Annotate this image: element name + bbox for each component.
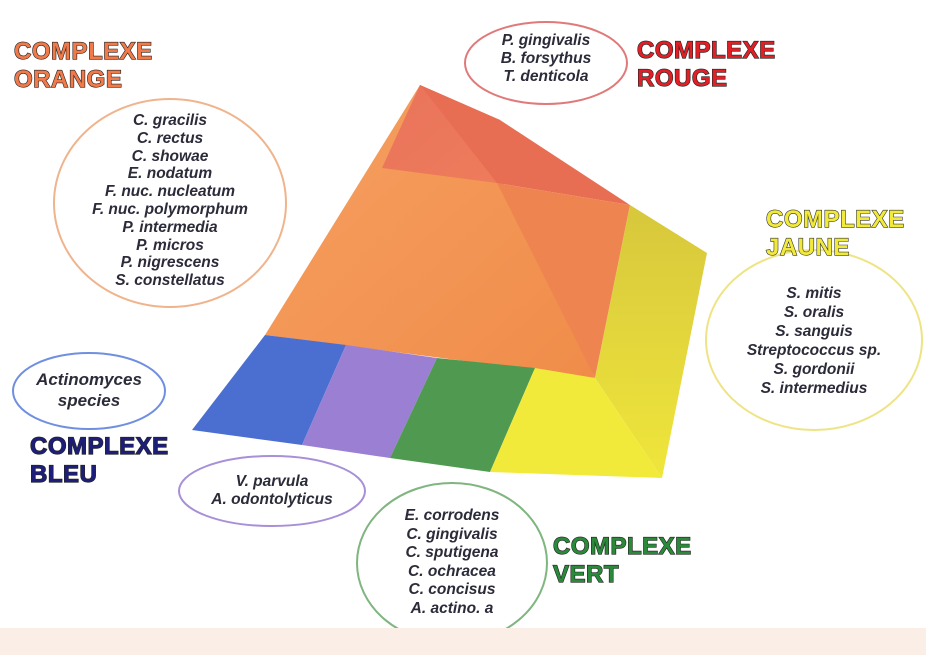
red-complex-ellipse (464, 21, 628, 105)
species-item: S. constellatus (115, 272, 225, 290)
species-item: B. forsythus (500, 50, 592, 67)
red-complex-cap-side (420, 85, 630, 205)
violet-complex-ellipse (178, 455, 366, 527)
species-item: species (57, 391, 121, 410)
red-complex-species-list: P. gingivalis B. forsythus T. denticola (470, 32, 622, 86)
species-item: Actinomyces (36, 370, 142, 389)
species-item: P. gingivalis (501, 32, 591, 49)
yellow-complex-band (490, 368, 662, 478)
blue-complex-band (192, 335, 346, 445)
species-item: A. odontolyticus (211, 491, 333, 508)
species-item: C. concisus (408, 581, 496, 598)
species-item: F. nuc. nucleatum (104, 183, 236, 201)
species-item: P. micros (136, 236, 204, 254)
species-item: S. oralis (783, 304, 845, 321)
species-item: S. gordonii (773, 361, 855, 378)
species-item: E. nodatum (127, 165, 213, 183)
blue-complex-ellipse (12, 352, 166, 430)
species-item: V. parvula (235, 473, 309, 490)
species-item: F. nuc. polymorphum (92, 200, 248, 218)
orange-complex-species-list: C. gracilis C. rectus C. showae E. nodat… (54, 112, 286, 290)
purple-complex-band (302, 345, 437, 458)
orange-complex-title: COMPLEXE ORANGE (13, 37, 153, 93)
green-complex-species-list: E. corrodens C. gingivalis C. sputigena … (362, 507, 542, 618)
species-item: C. ochracea (408, 562, 496, 580)
blue-complex-title: COMPLEXE BLEU (29, 432, 169, 488)
blue-complex-species-list: Actinomyces species (18, 369, 160, 411)
species-item: E. corrodens (404, 507, 500, 524)
violet-complex-species-list: V. parvula A. odontolyticus (184, 473, 360, 509)
species-item: S. intermedius (760, 380, 868, 397)
green-complex-title: COMPLEXE VERT (552, 532, 692, 588)
green-complex-band (390, 358, 535, 472)
species-item: T. denticola (503, 68, 589, 85)
species-item: C. gingivalis (406, 525, 498, 543)
species-item: A. actino. a (410, 599, 494, 617)
species-item: C. gracilis (132, 112, 208, 129)
species-item: C. showae (131, 147, 209, 165)
bottom-band (0, 628, 926, 655)
species-item: S. sanguis (775, 323, 853, 340)
species-item: P. intermedia (122, 218, 218, 236)
species-item: C. sputigena (405, 544, 499, 561)
pyramid-right-face (497, 183, 630, 378)
yellow-complex-ellipse (705, 249, 923, 431)
species-item: Streptococcus sp. (746, 342, 882, 359)
yellow-complex-title: COMPLEXE JAUNE (765, 205, 905, 261)
species-item: C. rectus (136, 129, 204, 147)
yellow-complex-side (595, 205, 707, 478)
orange-complex-face (265, 85, 595, 378)
orange-complex-ellipse (53, 98, 287, 308)
species-item: P. nigrescens (120, 254, 220, 272)
yellow-complex-species-list: S. mitis S. oralis S. sanguis Streptococ… (716, 284, 912, 398)
red-complex-title: COMPLEXE ROUGE (636, 36, 776, 92)
species-item: S. mitis (786, 285, 842, 302)
